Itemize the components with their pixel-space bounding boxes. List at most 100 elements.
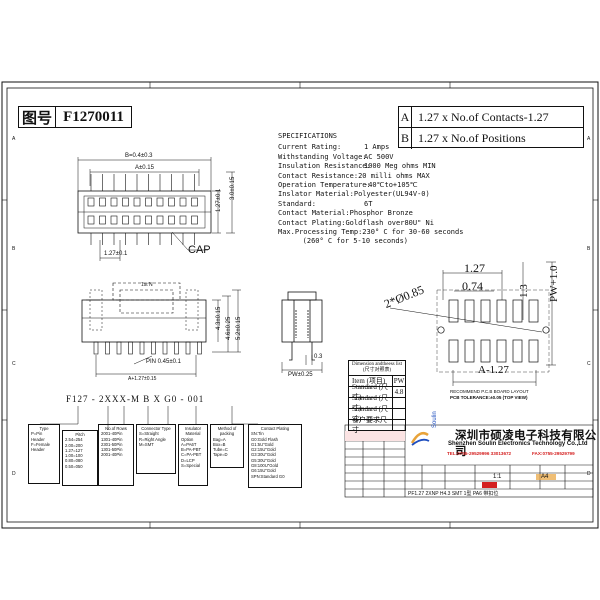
option-line: 1301-40Pin xyxy=(101,436,123,442)
company-phone: TEL:0755-29529996 33013672 xyxy=(447,451,512,456)
spec-value: -40℃to+105℃ xyxy=(364,181,418,190)
option-line: SN:Tin xyxy=(251,431,264,437)
spec-label: Withstanding Voltage: xyxy=(278,152,367,161)
pcb-dim-row: 1.3 xyxy=(518,284,530,298)
contact-slot xyxy=(168,197,175,207)
contact-slot xyxy=(156,215,164,225)
pcb-tolerance: PCB TOLERANCE:±0.05 (TOP VIEW) xyxy=(450,395,528,400)
spec-value: Goldflash over80U" Ni xyxy=(345,218,434,227)
spec-label: Contact Plating: xyxy=(278,218,346,227)
spec-value: 6T xyxy=(364,199,373,208)
formula-key: A xyxy=(399,107,412,127)
spec-row: Contact Material:Phosphor Bronze xyxy=(278,209,413,218)
option-line: G8:100U"Gold xyxy=(251,463,279,469)
contact-slot xyxy=(145,215,152,225)
option-line: B=PA-PBT xyxy=(181,447,202,453)
dim-0-3: 0.3 xyxy=(314,354,323,360)
dimension-value xyxy=(393,398,405,408)
option-title: Type xyxy=(39,426,49,431)
spec-row: (260° C for 5-10 seconds) xyxy=(278,237,408,246)
contact-slot xyxy=(179,215,187,225)
option-line: Option xyxy=(181,436,194,442)
spec-value: 1 Amps xyxy=(364,143,390,152)
spec-label: Max.Processing Temp: xyxy=(278,228,363,237)
contact-slot xyxy=(87,215,95,225)
contact-slot xyxy=(99,197,106,207)
option-line: A=PA6T xyxy=(181,441,197,447)
part-number-code: F127 - 2XXX-M B X G0 - 001 xyxy=(66,394,205,404)
contact-slot xyxy=(99,215,106,225)
cap-label: CAP xyxy=(188,244,211,256)
contact-slot xyxy=(122,215,129,225)
spec-value: 1000 Meg ohms MIN xyxy=(364,162,436,171)
contact-slot xyxy=(133,215,141,225)
side-pin xyxy=(185,341,191,355)
option-line: G0:Gold Flash xyxy=(251,436,278,442)
option-line: 1.00=100 xyxy=(65,453,83,459)
drawing-number-box: 图号 F1270011 xyxy=(18,106,132,128)
option-line: M=SMT xyxy=(139,441,154,447)
locating-hole xyxy=(542,326,550,334)
option-line: G6:15U"Gold xyxy=(251,468,276,474)
pcb-pad xyxy=(496,339,507,363)
pcb-dim-pw: PW+1.0 xyxy=(548,265,560,302)
option-title: Contact Plating xyxy=(260,426,290,431)
dim-h1: 4.3±0.15 xyxy=(216,306,222,330)
side-pin xyxy=(105,341,110,355)
frame-ticks xyxy=(2,82,598,528)
dimension-value xyxy=(393,409,405,419)
spec-label: Inslator Material: xyxy=(278,190,354,199)
contact-slot xyxy=(110,215,118,225)
option-line: G5:30U"Gold xyxy=(251,457,276,463)
top-view-pins xyxy=(87,174,198,245)
spec-row: Inslator Material:Polyester(UL94V-0) xyxy=(278,190,430,199)
spec-row: Withstanding Voltage:AC 500V xyxy=(278,153,408,162)
dimension-table-title: Dimension andtheess list xyxy=(352,362,402,367)
drawing-number-label: 图号 xyxy=(19,107,57,127)
company-name-en: Shenzhen Soulin Electronics Technology C… xyxy=(448,441,588,447)
spec-label: Current Rating: xyxy=(278,143,342,152)
option-title: No.of Rows xyxy=(105,426,127,431)
scale: 1:1 xyxy=(493,474,502,480)
side-pin xyxy=(174,341,179,355)
company-name-cn: 深圳市硕凌电子科技有限公司 xyxy=(455,430,597,458)
side-pin xyxy=(128,341,133,355)
dimension-table-row: Item (项目)PW xyxy=(348,376,406,387)
side-pin xyxy=(93,341,99,355)
side-pin xyxy=(116,341,122,355)
spec-row: Contact Resistance:20 milli ohms MAX xyxy=(278,172,430,181)
dim-row: 1.27±0.1 xyxy=(216,188,222,212)
drawing-number: F1270011 xyxy=(63,108,124,125)
option-line: P=Pin Header xyxy=(31,431,45,442)
option-title: Insulator Material xyxy=(184,426,202,437)
company-logo xyxy=(408,427,432,451)
svg-text:B: B xyxy=(587,246,591,252)
option-line: Bag=A xyxy=(213,436,226,442)
side-view-dims xyxy=(95,289,241,377)
contact-slot xyxy=(179,197,187,207)
pcb-pad xyxy=(512,299,523,323)
svg-text:C: C xyxy=(12,361,16,367)
option-title: Pitch xyxy=(75,432,85,437)
formula-row-b: B 1.27 x No.of Positions xyxy=(399,128,583,149)
option-line: 0.50=050 xyxy=(65,463,83,469)
pcb-pad xyxy=(496,299,507,323)
spec-value: Phosphor Bronze xyxy=(349,209,413,218)
option-line: 2.00=200 xyxy=(65,442,83,448)
spec-row: Contact Plating:Goldflash over80U" Ni xyxy=(278,218,434,228)
pcb-pad xyxy=(480,299,491,323)
option-line: F=Female Header xyxy=(31,441,50,453)
pcb-dim-pad: 0.74 xyxy=(462,279,483,293)
pcb-pad xyxy=(448,339,459,363)
dimension-value xyxy=(393,420,405,430)
svg-text:A: A xyxy=(587,136,591,142)
dimension-item: 客户要求尺寸 xyxy=(349,416,393,434)
pcb-dims xyxy=(389,261,556,386)
top-view xyxy=(77,190,212,234)
pcb-pad xyxy=(528,339,539,363)
contact-slot xyxy=(87,197,95,207)
